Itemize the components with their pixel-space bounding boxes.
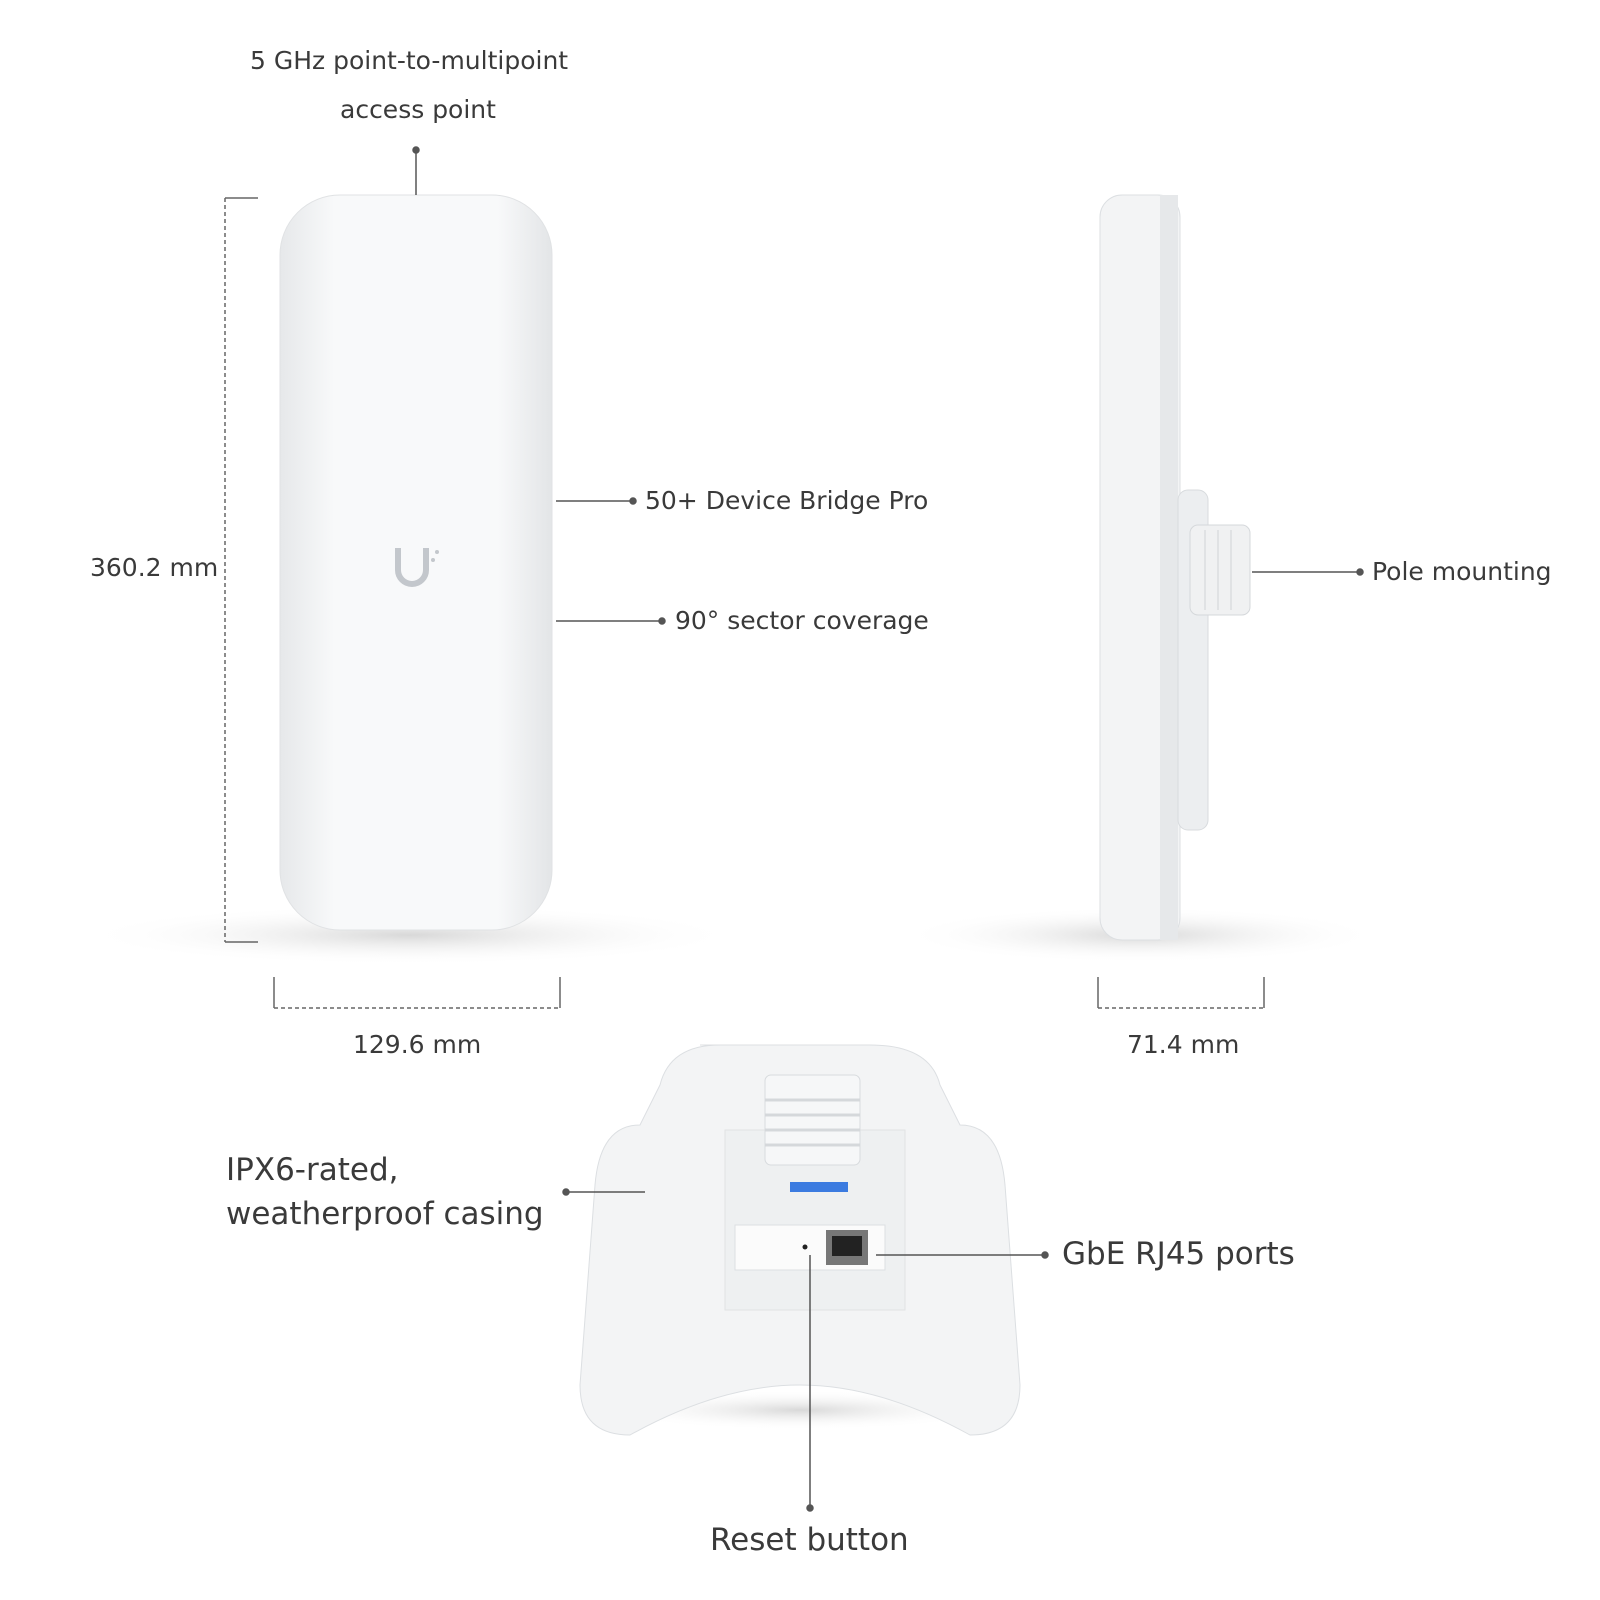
label-height: 360.2 mm <box>90 553 219 582</box>
label-rj45-ports: GbE RJ45 ports <box>1062 1236 1295 1272</box>
side-view-device <box>1099 194 1251 941</box>
label-device-bridge: 50+ Device Bridge Pro <box>645 486 929 515</box>
label-width: 129.6 mm <box>353 1030 482 1059</box>
front-shadow <box>80 905 740 965</box>
dimension-lines <box>224 197 1265 1009</box>
front-view-device <box>279 194 553 931</box>
label-depth: 71.4 mm <box>1127 1030 1240 1059</box>
label-top-line2: access point <box>340 95 496 124</box>
label-reset-button: Reset button <box>710 1522 909 1558</box>
reset-button <box>802 1244 808 1250</box>
label-pole-mounting: Pole mounting <box>1372 557 1552 586</box>
label-sector-coverage: 90° sector coverage <box>675 606 929 635</box>
label-casing-line1: IPX6-rated, <box>226 1152 399 1188</box>
led-strip <box>790 1182 848 1192</box>
leader-lines <box>412 146 1364 1512</box>
bottom-view-device <box>579 1044 1021 1436</box>
label-top-line1: 5 GHz point-to-multipoint <box>250 46 569 75</box>
label-casing-line2: weatherproof casing <box>226 1196 544 1232</box>
ubiquiti-logo-icon <box>395 548 429 587</box>
